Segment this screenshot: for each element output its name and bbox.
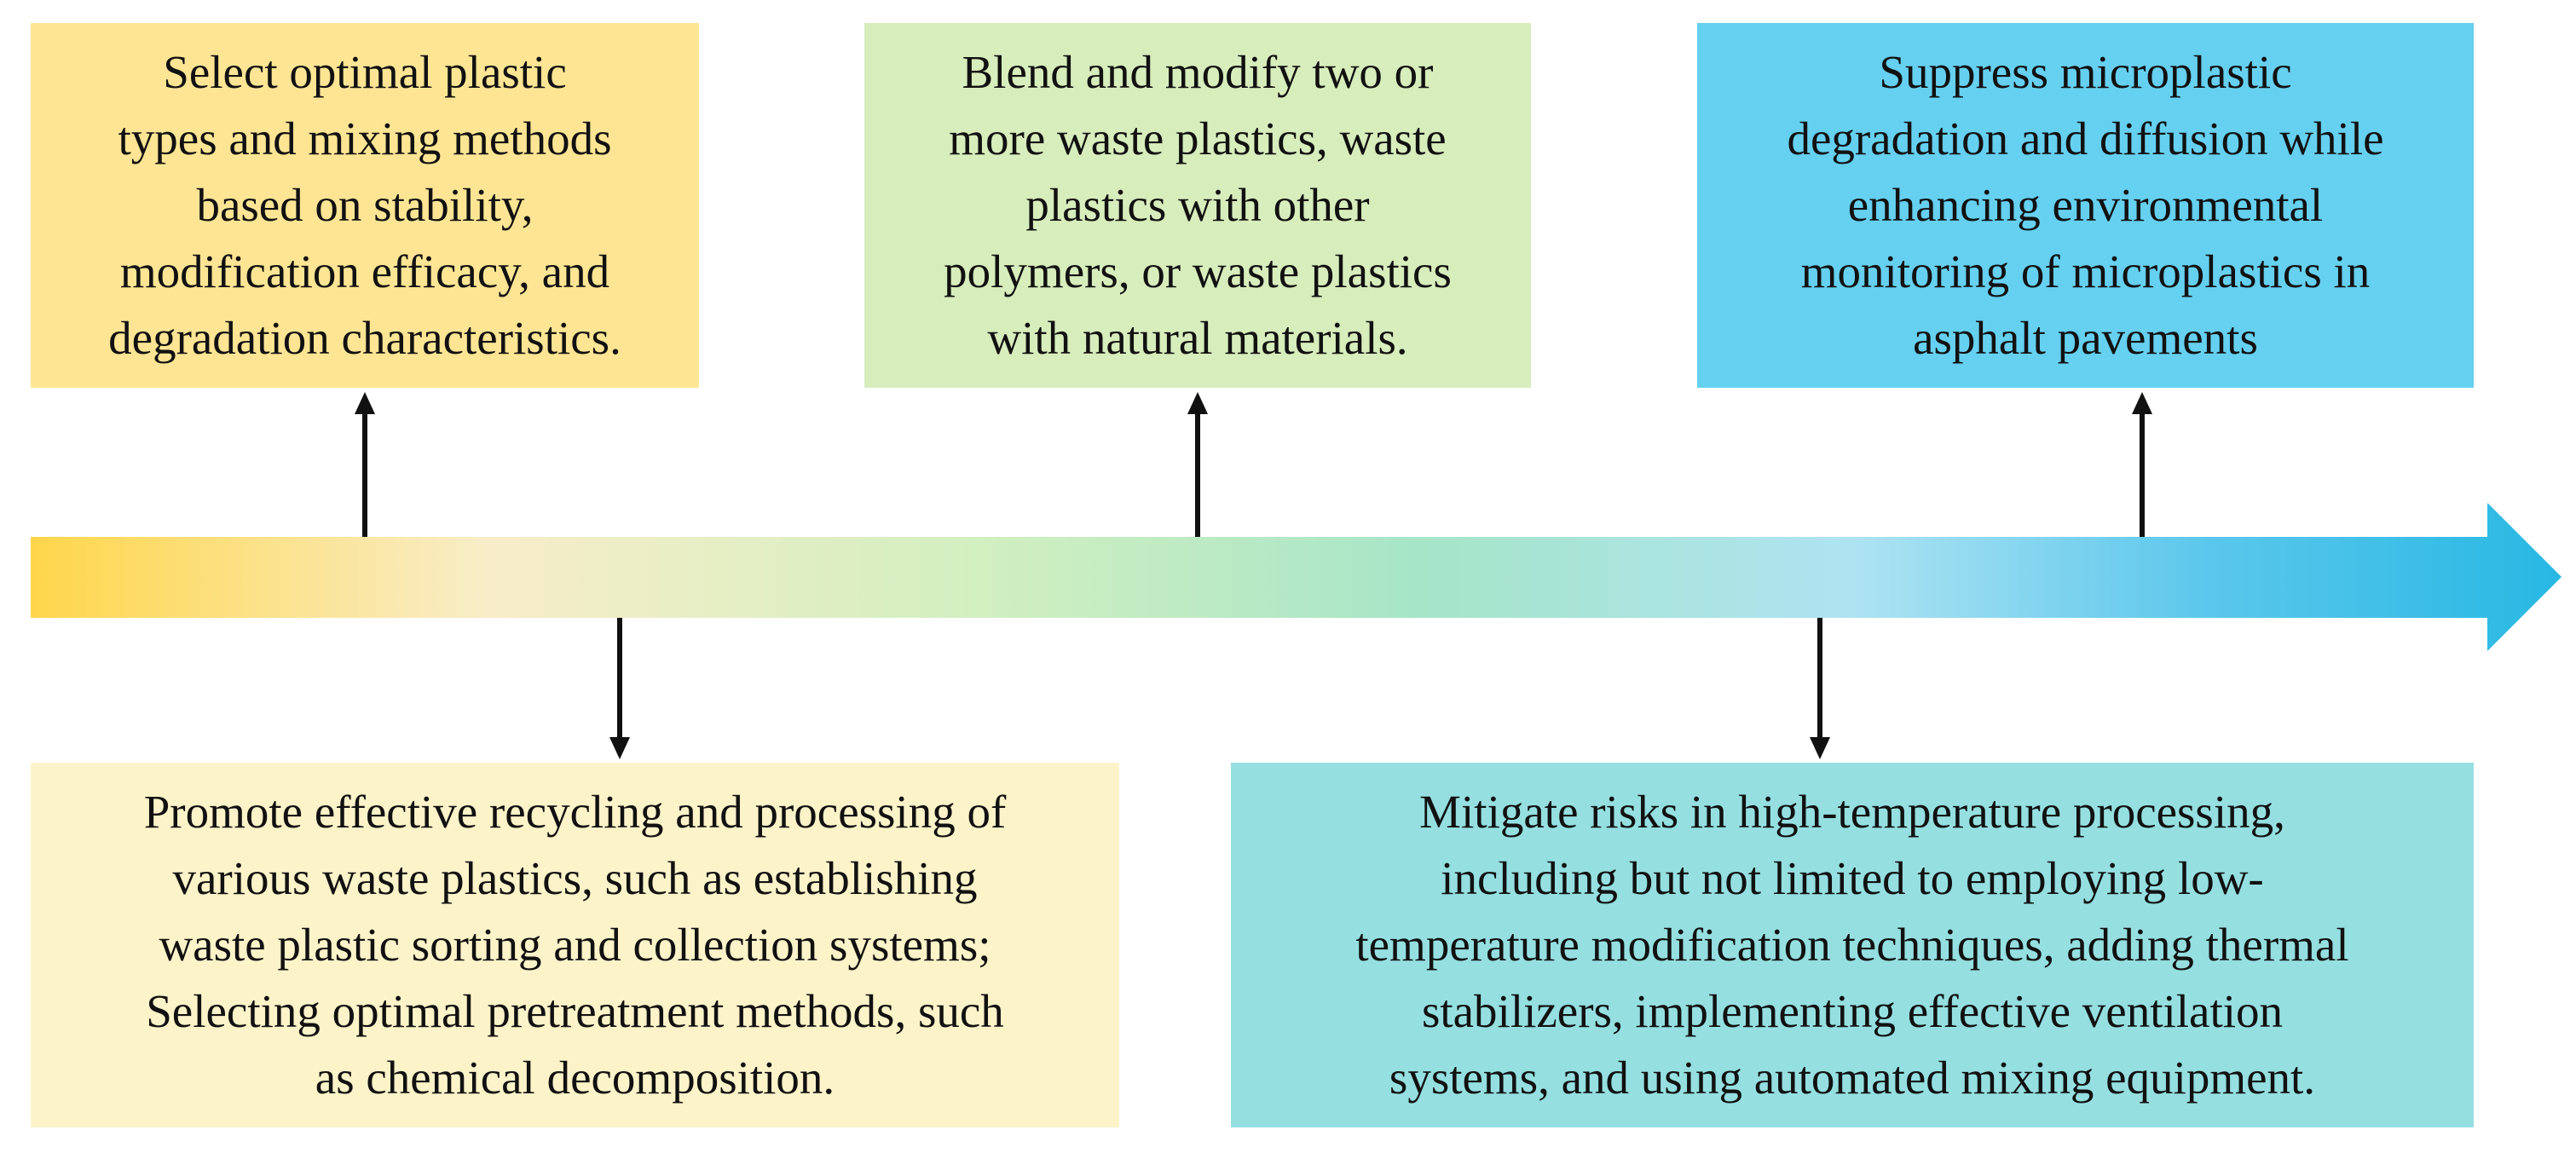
connector-up-1 [355,392,375,537]
connector-up-2 [1187,392,1208,537]
connector-down-5 [1810,618,1830,759]
stage-text-microplastic-suppression: Suppress microplastic degradation and di… [1787,46,2384,364]
stage-box-recycling: Promote effective recycling and processi… [31,763,1119,1127]
stage-text-blending: Blend and modify two or more waste plast… [944,46,1452,364]
timeline-arrow [31,503,2562,651]
connector-down-4 [609,618,630,759]
stage-box-blending: Blend and modify two or more waste plast… [864,23,1531,388]
stage-text-plastic-selection: Select optimal plastic types and mixing … [108,46,621,364]
stage-text-risk-mitigation: Mitigate risks in high-temperature proce… [1355,786,2349,1104]
connector-up-3 [2132,392,2152,537]
stage-box-plastic-selection: Select optimal plastic types and mixing … [31,23,699,388]
stage-text-recycling: Promote effective recycling and processi… [143,786,1007,1104]
stage-box-microplastic-suppression: Suppress microplastic degradation and di… [1697,23,2474,388]
stage-box-risk-mitigation: Mitigate risks in high-temperature proce… [1231,763,2474,1127]
